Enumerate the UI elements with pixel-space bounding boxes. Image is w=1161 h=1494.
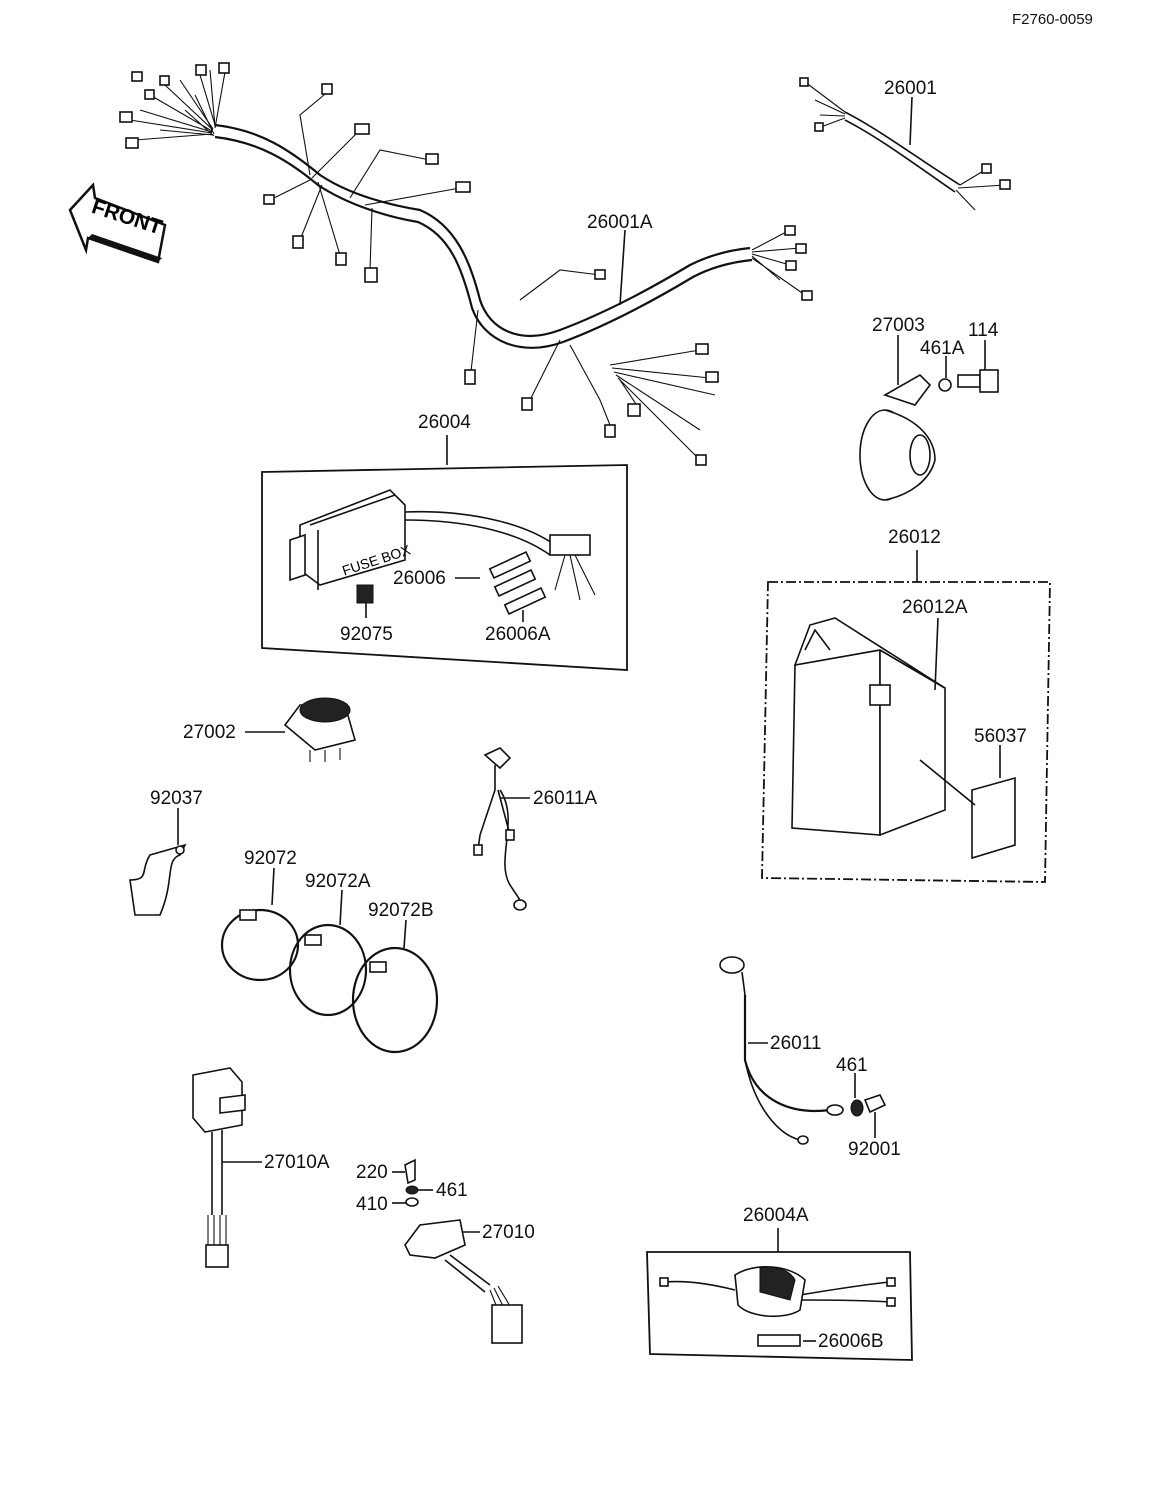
leader-26001A [619, 229, 626, 306]
label-26012A: 26012A [902, 597, 968, 618]
front-arrow-icon: FRONT [68, 182, 167, 264]
figure-id: F2760-0059 [1012, 11, 1093, 28]
label-26012: 26012 [888, 527, 941, 548]
clip-92075 [356, 584, 374, 604]
label-plate-56037 [971, 776, 1016, 860]
label-27002: 27002 [183, 722, 236, 743]
unit-27010A [192, 1067, 246, 1268]
label-92001: 92001 [848, 1139, 901, 1160]
fuse-holder-26004A [659, 1265, 896, 1318]
washer-461 [850, 1099, 864, 1117]
label-56037: 56037 [974, 726, 1027, 747]
label-27003: 27003 [872, 315, 925, 336]
label-220: 220 [356, 1162, 388, 1183]
label-114: 114 [968, 320, 999, 341]
fuses-26006 [488, 550, 547, 616]
band-92072A [288, 923, 368, 1017]
lead-26011 [719, 956, 844, 1145]
band-92072 [220, 908, 300, 982]
label-26011: 26011 [770, 1033, 821, 1054]
label-26004: 26004 [418, 412, 471, 433]
label-26001: 26001 [884, 78, 937, 99]
horn-27003 [859, 369, 999, 501]
label-461A: 461A [920, 338, 965, 359]
leader-26001 [909, 96, 913, 146]
label-92072A: 92072A [305, 871, 371, 892]
box-26012 [761, 581, 1051, 883]
battery-26012A [791, 617, 946, 837]
label-92072: 92072 [244, 848, 297, 869]
label-26001A: 26001A [587, 212, 653, 233]
fuse-26006B [757, 1334, 801, 1347]
label-461: 461 [836, 1055, 868, 1076]
main-harness-26001A [119, 62, 813, 466]
label-92037: 92037 [150, 788, 203, 809]
label-26006B: 26006B [818, 1331, 884, 1352]
label-26006A: 26006A [485, 624, 551, 645]
label-92072B: 92072B [368, 900, 434, 921]
label-461b: 461 [436, 1180, 468, 1201]
label-26011A: 26011A [533, 788, 597, 809]
leader-92072 [271, 867, 275, 906]
unit-27010 [404, 1158, 523, 1344]
label-410: 410 [356, 1194, 388, 1215]
label-26006: 26006 [393, 568, 446, 589]
band-92072B [351, 946, 439, 1054]
bolt-92001 [863, 1094, 887, 1114]
label-26004A: 26004A [743, 1205, 809, 1226]
leader-92072B [403, 919, 407, 949]
leader-92072A [339, 889, 343, 926]
leader-26012A [934, 617, 939, 691]
box-26004A [646, 1251, 913, 1361]
lead-26011A [473, 747, 527, 911]
label-27010A: 27010A [264, 1152, 330, 1173]
relay-27002 [283, 697, 356, 762]
clamp-92037 [129, 843, 187, 916]
box-26004 [261, 464, 628, 671]
sub-harness-26001 [799, 77, 1011, 211]
leader-56037-a [919, 759, 976, 806]
label-92075: 92075 [340, 624, 393, 645]
label-27010: 27010 [482, 1222, 535, 1243]
